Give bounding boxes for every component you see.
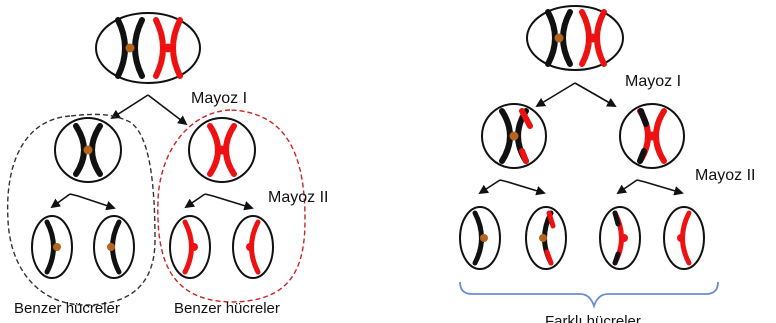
- meiosis2-cell-right-3: [599, 206, 641, 270]
- meiosis1-cell-black: [54, 117, 122, 183]
- meiosis2-cell-red-2: [232, 215, 274, 279]
- label-meiosis2-left: Mayoz II: [268, 189, 328, 206]
- similar-cells-group-black: [6, 113, 156, 306]
- parent-cell-right: [526, 5, 624, 71]
- right-diagram: Mayoz I Mayoz II: [459, 5, 755, 323]
- meiosis2-cell-right-2: [525, 206, 567, 270]
- label-meiosis1-left: Mayoz I: [191, 90, 247, 107]
- label-different-cells: Farklı hücreler: [545, 313, 641, 323]
- meiosis1-cell-red: [188, 117, 256, 183]
- meiosis1-cell-mixed-red: [619, 103, 685, 169]
- meiosis2-cell-red-1: [169, 215, 211, 279]
- label-similar-cells-2: Benzer hücreler: [174, 300, 280, 317]
- meiosis1-cell-mixed-black: [481, 103, 547, 169]
- parent-cell-left: [95, 12, 201, 84]
- label-meiosis1-right: Mayoz I: [625, 73, 681, 90]
- bracket: [459, 281, 719, 309]
- similar-cells-group-red: [157, 109, 306, 303]
- meiosis2-cell-right-4: [663, 206, 705, 270]
- left-diagram: Mayoz I Mayoz II: [6, 12, 328, 317]
- label-similar-cells-1: Benzer hücreler: [14, 300, 120, 317]
- meiosis2-cell-black-2: [93, 215, 135, 279]
- label-meiosis2-right: Mayoz II: [695, 167, 755, 184]
- meiosis2-cell-black-1: [31, 215, 73, 279]
- meiosis2-cell-right-1: [459, 206, 501, 270]
